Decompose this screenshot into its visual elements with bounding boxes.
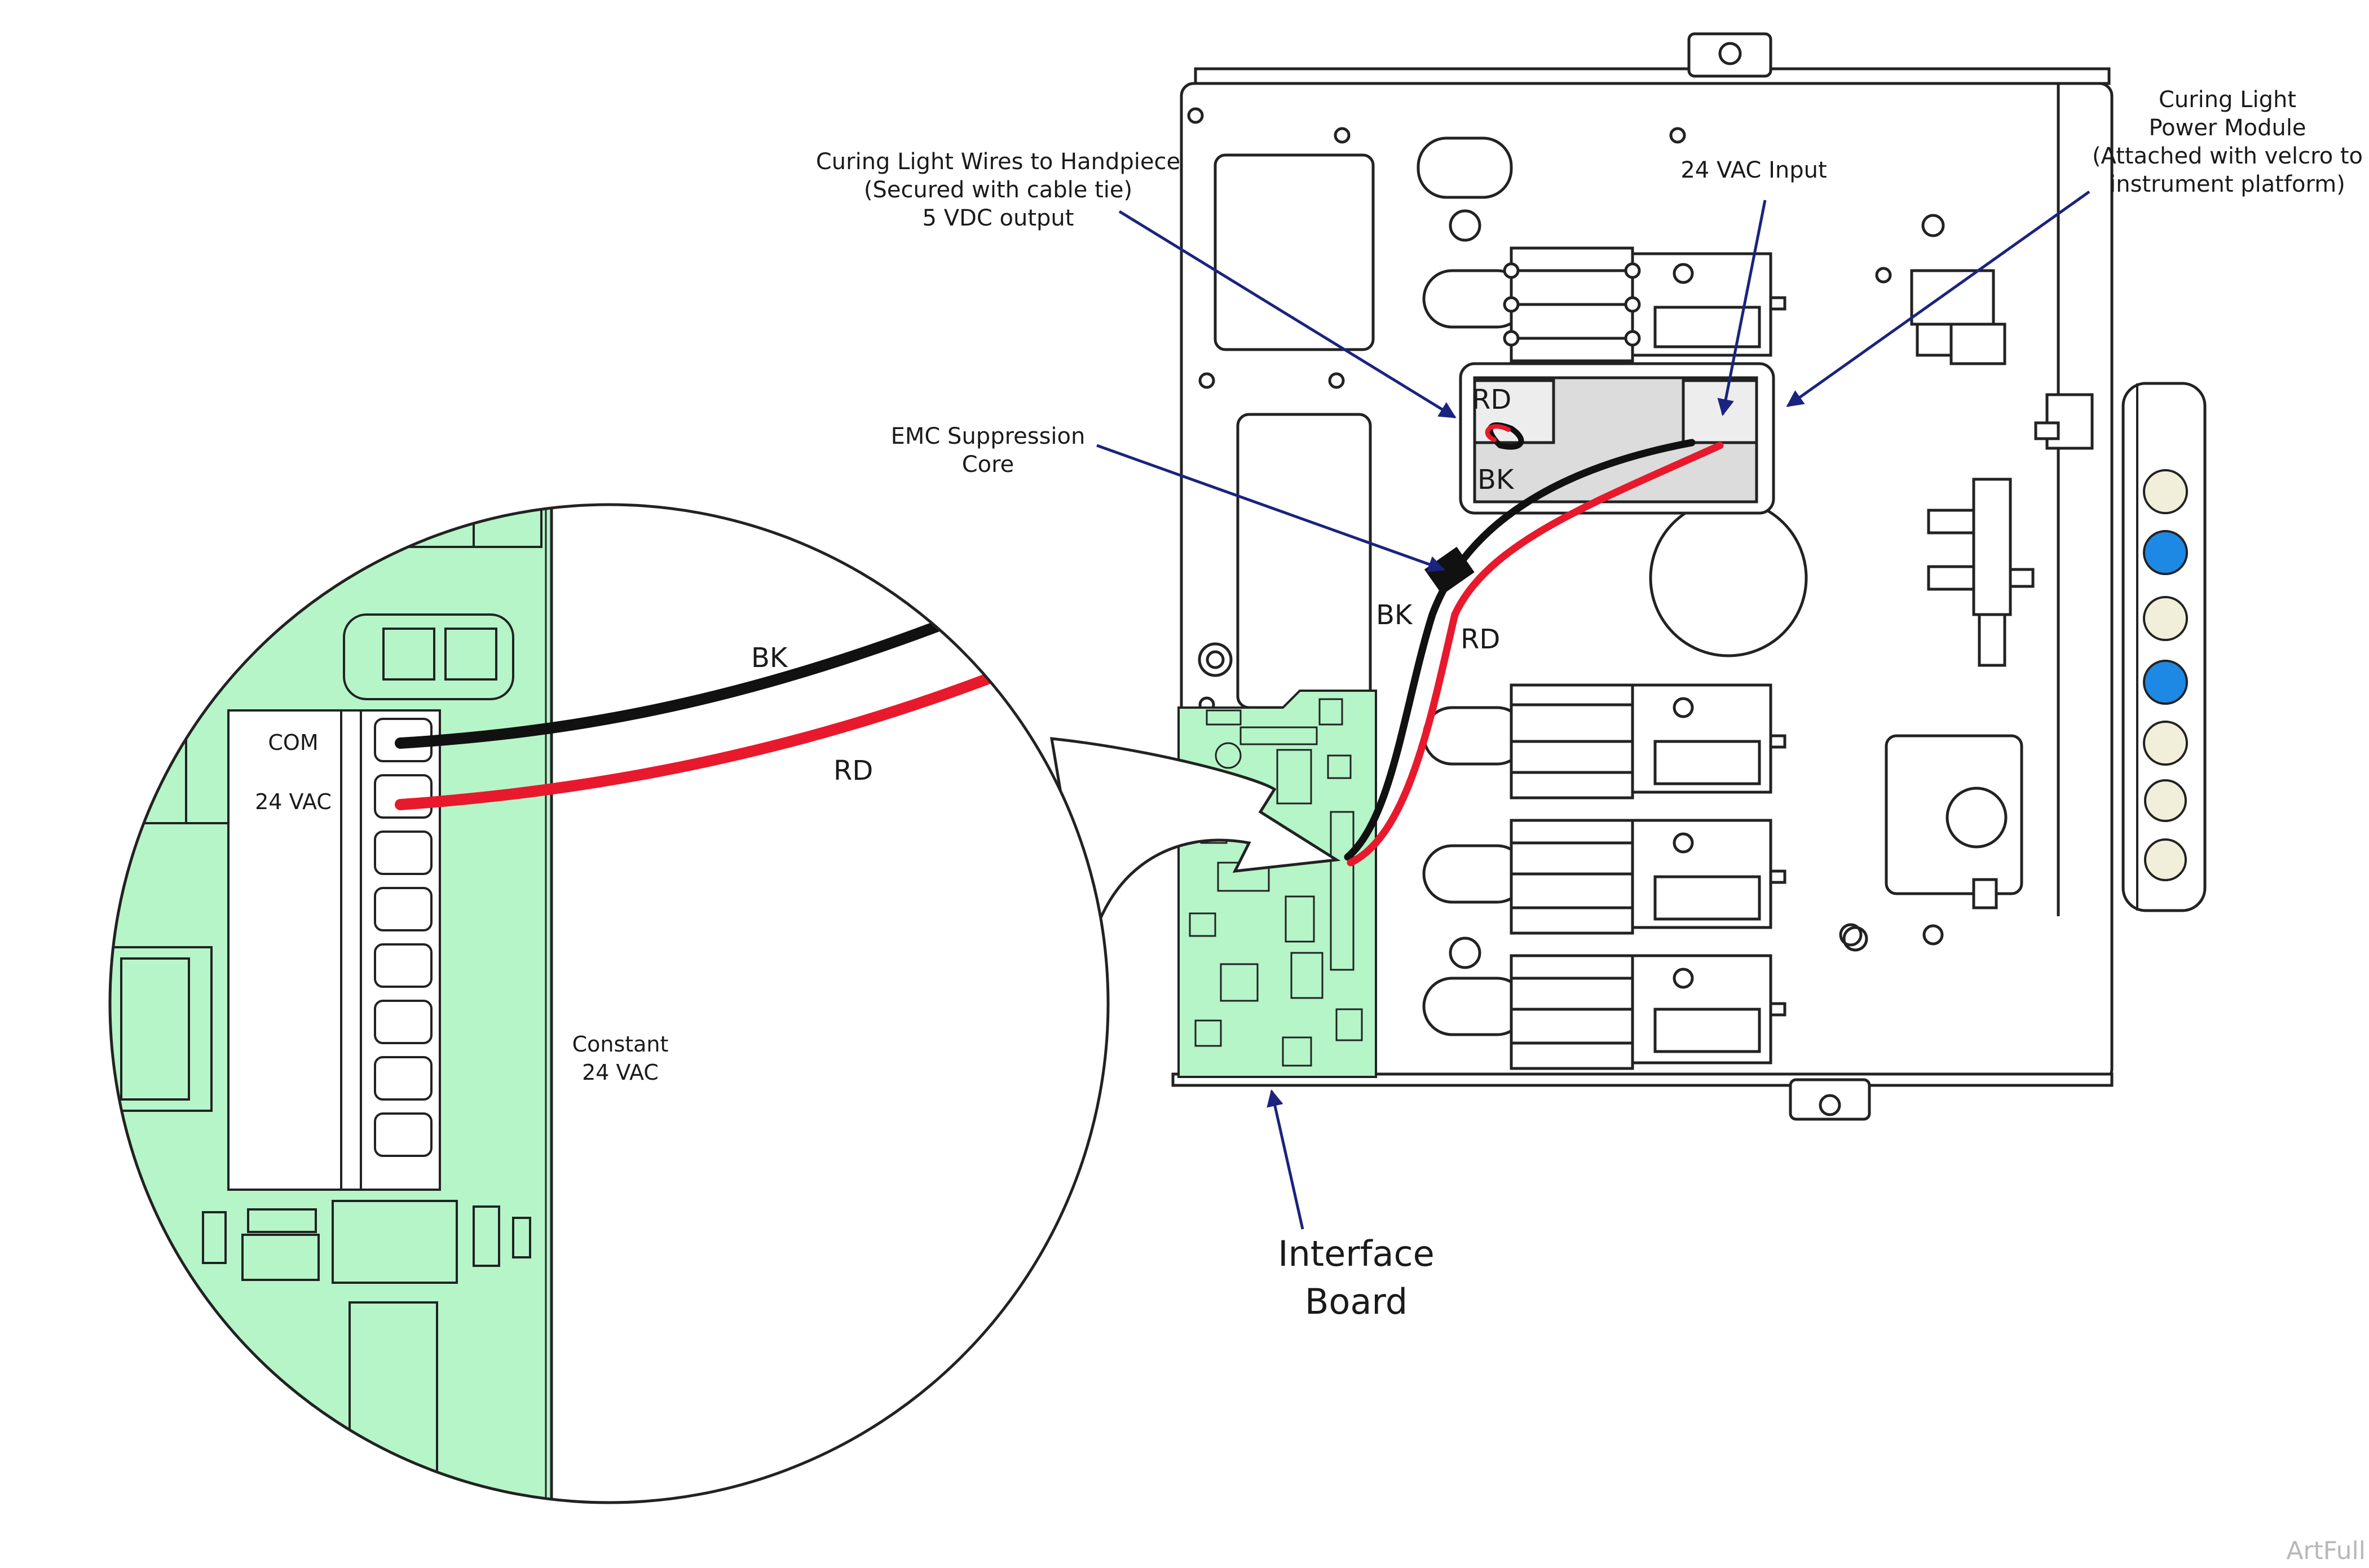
solenoid-valve-mid1 <box>1422 683 1786 800</box>
power-module-label-4: instrument platform) <box>2110 171 2345 197</box>
wires-main <box>1344 422 1724 867</box>
power-module-bk-label: BK <box>1477 464 1515 496</box>
blue-button <box>2143 530 2188 575</box>
com-terminal-label: COM <box>268 730 318 755</box>
interface-board <box>1177 690 1377 1078</box>
rd-wire-zoom <box>395 668 1007 810</box>
emc-core-label-1: EMC Suppression <box>891 423 1086 449</box>
air-manifold <box>1910 269 2094 667</box>
power-module-rd-label: RD <box>1472 384 1511 416</box>
cream-button <box>2143 596 2188 641</box>
zoom-callout-arrow <box>1049 737 1341 959</box>
emc-core <box>1424 546 1475 595</box>
bk-wire-zoom <box>395 616 956 749</box>
vac24-terminal-label: 24 VAC <box>255 789 332 814</box>
solenoid-valve-bottom <box>1422 954 1786 1070</box>
curing-wires-label-2: (Secured with cable tie) <box>864 177 1132 203</box>
interface-board-label-1: Interface <box>1278 1233 1435 1274</box>
solenoid-valve-top <box>1422 246 1786 363</box>
interface-board-label-2: Board <box>1305 1281 1408 1322</box>
constant-vac-label-1: Constant <box>572 1032 669 1057</box>
toggle-switch <box>2144 838 2187 881</box>
constant-vac-label-2: 24 VAC <box>582 1060 659 1085</box>
watermark: ArtFull <box>2286 1536 2366 1565</box>
main-bk-label: BK <box>1376 599 1413 631</box>
blue-button <box>2143 660 2188 705</box>
power-module-label-1: Curing Light <box>2159 87 2296 113</box>
main-rd-label: RD <box>1461 624 1500 655</box>
power-module-label-3: (Attached with velcro to <box>2092 143 2363 169</box>
cream-button <box>2143 469 2188 514</box>
callout-arrows <box>1096 190 2090 1230</box>
magnified-view <box>108 503 1110 1504</box>
control-panel <box>2121 382 2207 912</box>
toggle-switch <box>2144 779 2187 822</box>
curing-wires-label-1: Curing Light Wires to Handpiece <box>816 149 1180 175</box>
regulator <box>1885 734 2023 909</box>
vac-input-label: 24 VAC Input <box>1680 157 1827 183</box>
zoom-bk-label: BK <box>751 642 788 674</box>
emc-core-label-2: Core <box>962 452 1014 478</box>
zoom-rd-label: RD <box>833 755 873 787</box>
curing-wires-label-3: 5 VDC output <box>923 205 1074 231</box>
cream-button <box>2143 721 2188 766</box>
power-module-label-2: Power Module <box>2149 115 2306 141</box>
solenoid-valve-mid2 <box>1422 819 1786 935</box>
